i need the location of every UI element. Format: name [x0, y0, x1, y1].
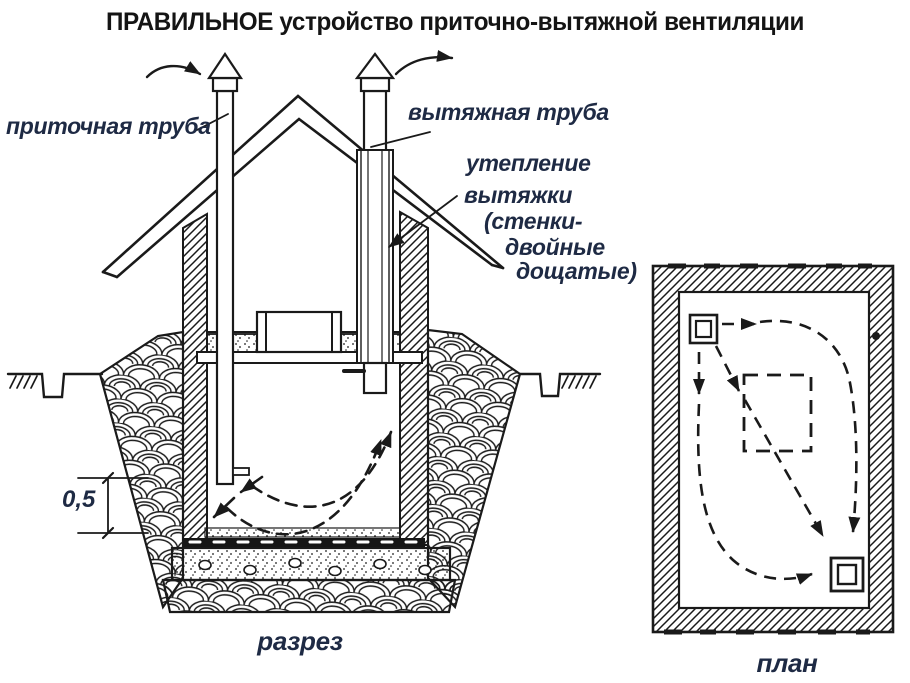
supply-pipe-cap: [206, 52, 244, 80]
page-title: ПРАВИЛЬНОЕ устройство приточно-вытяжной …: [105, 8, 805, 36]
air-in-arrow: [145, 61, 202, 79]
plan-edge-dashes: [664, 263, 872, 635]
plan-dot: [872, 332, 880, 340]
ground-hatch-right: [561, 375, 597, 389]
plan-exhaust-opening: [829, 556, 865, 593]
plan-airflow-arrows: [693, 318, 861, 585]
plan-caption: план: [756, 648, 818, 678]
plan-hatch-outline: [742, 373, 813, 453]
exhaust-pipe-inlet: [362, 361, 388, 395]
cellar-wall-right: [399, 210, 429, 546]
ceiling-hatch-box: [255, 310, 343, 354]
plan-view: [651, 263, 895, 635]
ground-hatch-left: [9, 375, 38, 389]
earth-mound-left: [98, 330, 185, 610]
exhaust-pipe-cap: [354, 52, 396, 80]
insulation-label-line3: (стенки-: [484, 208, 583, 234]
dimension-label: 0,5: [62, 486, 96, 513]
cellar-wall-left: [182, 212, 208, 546]
supply-pipe-label: приточная труба: [6, 113, 211, 139]
exhaust-pipe-casing: [356, 149, 394, 364]
insulation-label-line4: двойные: [505, 234, 605, 260]
section-view: [6, 50, 602, 614]
soil-under-floor: [161, 578, 457, 614]
ground-line-left: [6, 372, 104, 399]
exhaust-pipe-label: вытяжная труба: [408, 99, 609, 125]
section-airflow-arrows: [212, 430, 393, 536]
dimension-05: [77, 471, 149, 540]
insulation-label-line5: дощатые): [516, 258, 637, 284]
leader-lines: [196, 113, 458, 248]
plan-supply-opening: [688, 313, 719, 345]
supply-pipe: [206, 52, 250, 486]
roof: [101, 94, 505, 279]
air-out-arrow: [394, 50, 454, 76]
cellar-floor: [170, 527, 452, 582]
insulation-label-line1: утепление: [466, 150, 591, 176]
section-caption: разрез: [257, 626, 343, 656]
insulation-label-line2: вытяжки: [464, 182, 573, 208]
exhaust-pipe: [342, 52, 396, 395]
concrete-slab: [170, 546, 452, 582]
ground-line-right: [518, 372, 602, 398]
